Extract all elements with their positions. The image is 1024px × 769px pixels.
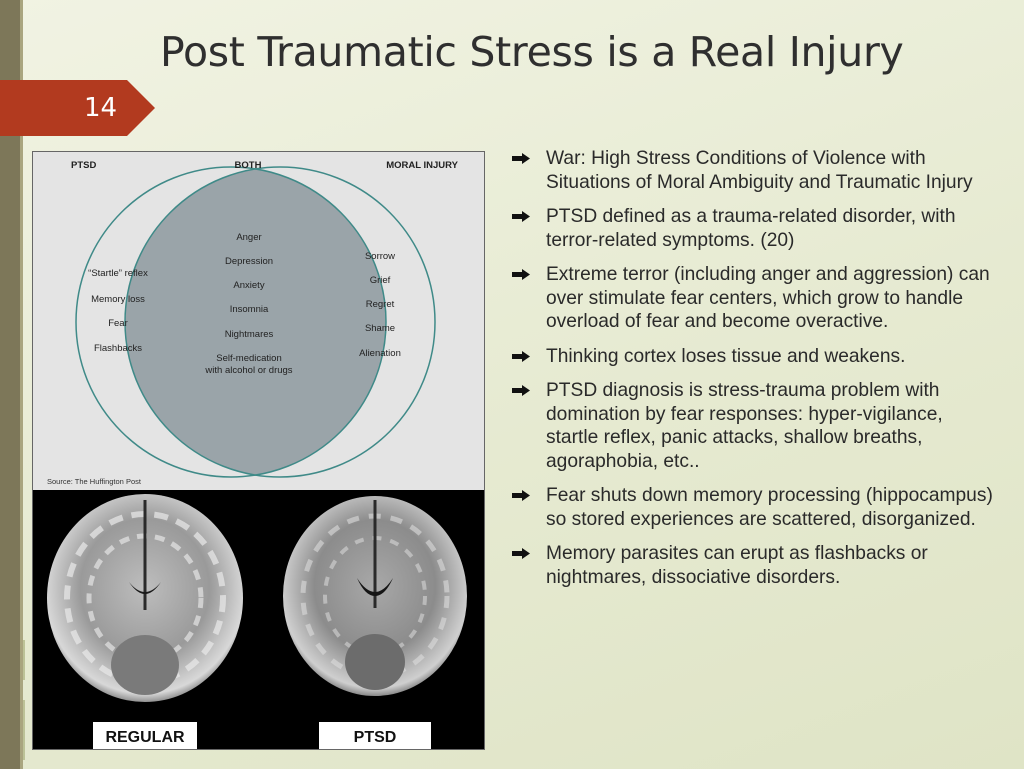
venn-right-item: Alienation (359, 348, 401, 359)
mri-svg: REGULAR PTSD (33, 490, 484, 749)
venn-right-item: Grief (370, 275, 391, 286)
decorative-line (23, 700, 25, 760)
venn-header-moral-injury: MORAL INJURY (386, 160, 458, 171)
bullet-item: Thinking cortex loses tissue and weakens… (508, 345, 998, 369)
bullet-item: Fear shuts down memory processing (hippo… (508, 484, 998, 531)
venn-right-item: Sorrow (365, 251, 395, 262)
bullet-text: Fear shuts down memory processing (hippo… (546, 485, 993, 530)
arrow-right-icon (512, 385, 530, 396)
mri-label-ptsd: PTSD (354, 729, 397, 746)
bullet-list: War: High Stress Conditions of Violence … (508, 147, 998, 600)
slide-number: 14 (84, 93, 118, 123)
venn-both-item: Anger (236, 232, 261, 243)
venn-right-item: Regret (366, 299, 395, 310)
venn-left-item: Flashbacks (94, 343, 142, 354)
bullet-item: War: High Stress Conditions of Violence … (508, 147, 998, 194)
left-decorative-band (0, 0, 20, 769)
arrow-right-icon (512, 211, 530, 222)
arrow-right-icon (512, 269, 530, 280)
bullet-item: PTSD diagnosis is stress-trauma problem … (508, 379, 998, 473)
venn-both-item: Insomnia (230, 304, 269, 315)
bullet-text: Thinking cortex loses tissue and weakens… (546, 345, 906, 367)
venn-both-item: Depression (225, 256, 273, 267)
bullet-item: Extreme terror (including anger and aggr… (508, 263, 998, 334)
venn-header-ptsd: PTSD (71, 160, 96, 171)
mri-label-regular: REGULAR (105, 729, 185, 746)
venn-both-item: Anxiety (233, 280, 264, 291)
bullet-item: Memory parasites can erupt as flashbacks… (508, 542, 998, 589)
left-band-accent (20, 0, 23, 769)
venn-source: Source: The Huffington Post (47, 477, 142, 486)
mri-regular-brain (47, 494, 243, 749)
venn-left-item: Fear (108, 318, 128, 329)
venn-both-item: Nightmares (225, 329, 274, 340)
bullet-text: Memory parasites can erupt as flashbacks… (546, 543, 928, 588)
arrow-right-icon (512, 548, 530, 559)
venn-circle-left (75, 166, 387, 478)
venn-left-item: Memory loss (91, 294, 145, 305)
figure-panel: PTSD BOTH MORAL INJURY “Startle” reflex … (32, 151, 485, 750)
bullet-text: War: High Stress Conditions of Violence … (546, 148, 973, 193)
bullet-text: Extreme terror (including anger and aggr… (546, 264, 990, 332)
venn-diagram: PTSD BOTH MORAL INJURY “Startle” reflex … (33, 152, 484, 490)
venn-svg: PTSD BOTH MORAL INJURY “Startle” reflex … (33, 152, 484, 490)
mri-comparison: REGULAR PTSD (33, 490, 484, 749)
venn-header-both: BOTH (235, 160, 262, 171)
decorative-line (23, 640, 25, 680)
venn-right-item: Shame (365, 323, 395, 334)
venn-overlap (125, 167, 386, 477)
mri-ptsd-brain (283, 496, 467, 749)
bullet-item: PTSD defined as a trauma-related disorde… (508, 205, 998, 252)
slide-number-tag (0, 80, 155, 136)
bullet-text: PTSD diagnosis is stress-trauma problem … (546, 380, 943, 472)
arrow-right-icon (512, 350, 530, 362)
venn-both-item: Self-medication (216, 353, 281, 364)
arrow-right-icon (512, 153, 530, 164)
venn-left-item: “Startle” reflex (88, 268, 148, 279)
venn-circle-right (124, 166, 436, 478)
venn-both-item: with alcohol or drugs (204, 365, 292, 376)
bullet-text: PTSD defined as a trauma-related disorde… (546, 206, 956, 251)
arrow-right-icon (512, 490, 530, 501)
slide-title: Post Traumatic Stress is a Real Injury (160, 28, 904, 76)
